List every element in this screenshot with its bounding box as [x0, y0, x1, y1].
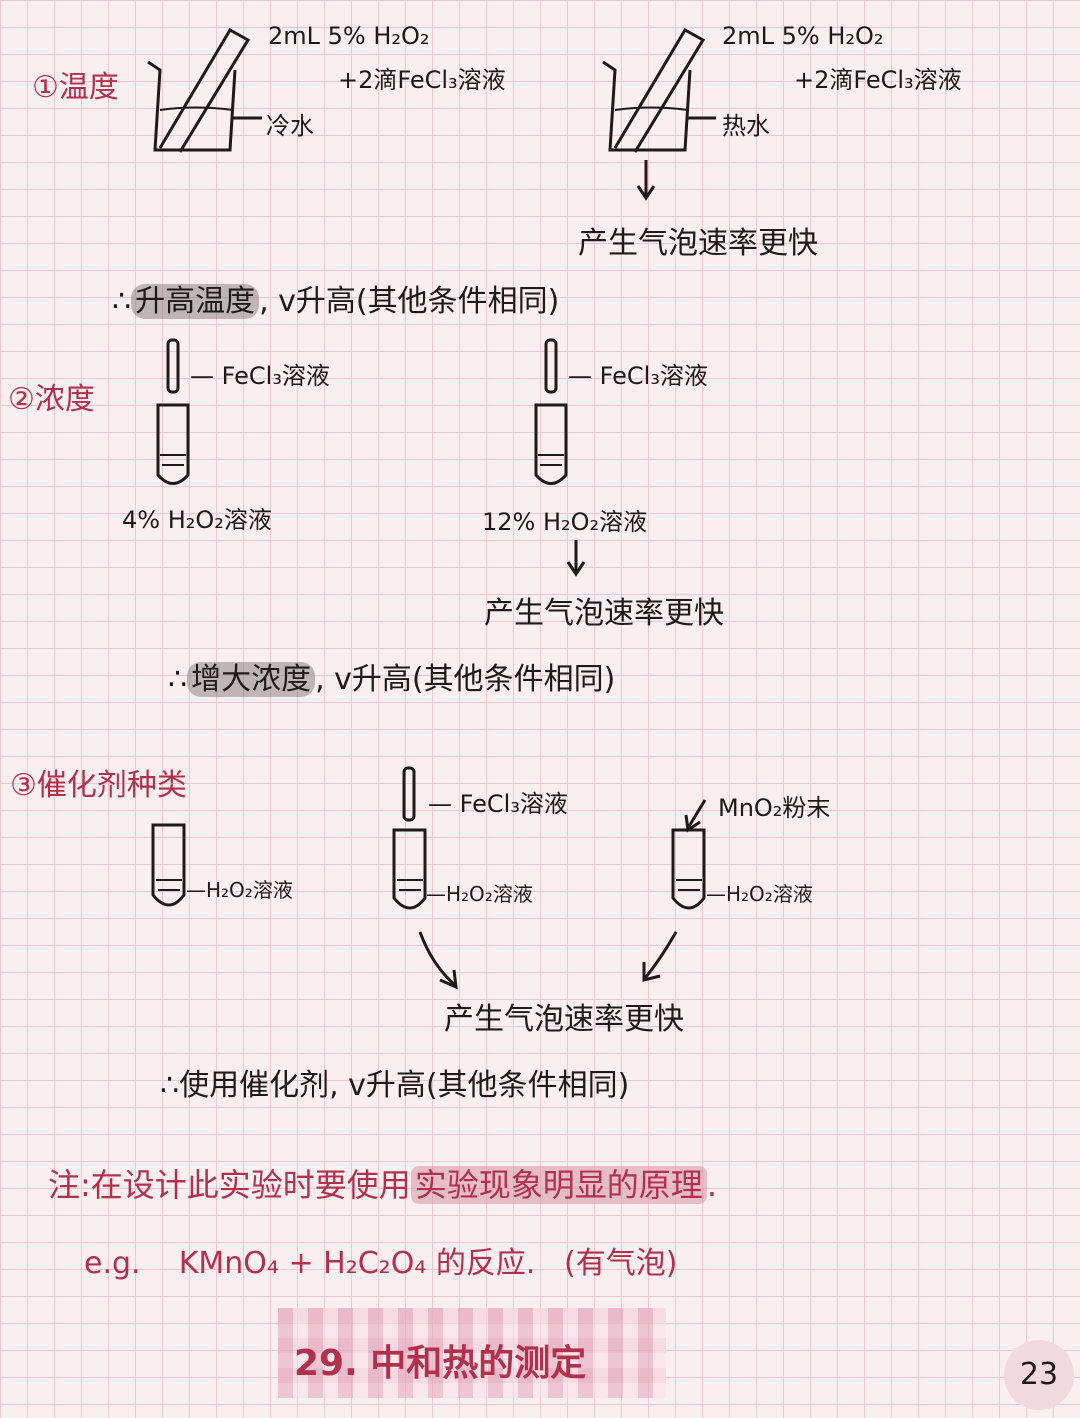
conclusion-2: ∴增大浓度, v升高(其他条件相同) — [168, 654, 615, 698]
eg-label: e.g. — [84, 1246, 141, 1281]
arrow-right-down-icon — [642, 931, 678, 982]
next-title: 29. 中和热的测定 — [294, 1343, 587, 1384]
highlight: 升高温度 — [131, 284, 260, 319]
right-solution-label: 12% H₂O₂溶液 — [482, 508, 648, 536]
beaker-hot-icon — [602, 27, 716, 201]
left-solution-label: 4% H₂O₂溶液 — [122, 506, 272, 534]
tube2-label: —H₂O₂溶液 — [426, 882, 533, 906]
therefore: ∴ — [168, 662, 188, 697]
result-3: 产生气泡速率更快 — [444, 1002, 684, 1037]
note: 注:在设计此实验时要使用实验现象明显的原理. — [48, 1160, 717, 1206]
arrow-icon — [684, 799, 707, 833]
conclusion-1: ∴升高温度, v升高(其他条件相同) — [112, 276, 559, 320]
test-tube-right-icon — [534, 403, 568, 485]
right-dropper-label: — FeCl₃溶液 — [568, 362, 708, 390]
test-tube-3-icon — [671, 828, 706, 910]
hot-water-label: 热水 — [722, 112, 770, 140]
cold-water-label: 冷水 — [266, 112, 314, 140]
left-reagent-2: +2滴FeCl₃溶液 — [338, 66, 506, 94]
dropper-3-icon — [402, 766, 416, 822]
note-prefix: 注:在设计此实验时要使用 — [48, 1166, 411, 1204]
right-reagent-2: +2滴FeCl₃溶液 — [794, 66, 962, 94]
right-reagent: 2mL 5% H₂O₂ — [722, 22, 884, 50]
tube3-additive: MnO₂粉末 — [718, 794, 831, 822]
note-suffix: . — [706, 1166, 717, 1204]
left-reagent: 2mL 5% H₂O₂ — [268, 22, 430, 50]
section2-heading: ②浓度 — [8, 382, 95, 417]
tube1-label: —H₂O₂溶液 — [186, 878, 293, 902]
left-dropper-label: — FeCl₃溶液 — [190, 362, 330, 390]
result-2: 产生气泡速率更快 — [484, 596, 724, 631]
dropper-left-icon — [166, 338, 180, 394]
example-line: e.g. KMnO₄ + H₂C₂O₄ 的反应. (有气泡) — [84, 1238, 677, 1282]
section3-heading: ③催化剂种类 — [10, 768, 187, 803]
beaker-cold-icon — [147, 27, 262, 153]
rest: , v升高(其他条件相同) — [315, 662, 616, 697]
test-tube-2-icon — [392, 828, 427, 910]
example: KMnO₄ + H₂C₂O₄ 的反应. — [178, 1246, 536, 1281]
section1-heading: ①温度 — [32, 70, 119, 105]
arrow-down-icon — [566, 540, 586, 577]
test-tube-1-icon — [151, 823, 186, 907]
result-1: 产生气泡速率更快 — [578, 226, 818, 261]
arrow-left-down-icon — [418, 931, 458, 990]
dropper-right-icon — [544, 338, 558, 394]
page-number: 23 — [1004, 1340, 1074, 1410]
tube2-dropper: — FeCl₃溶液 — [428, 790, 568, 818]
conclusion-3: ∴使用催化剂, v升高(其他条件相同) — [160, 1068, 630, 1103]
test-tube-left-icon — [156, 403, 190, 485]
highlight: 增大浓度 — [187, 662, 316, 697]
therefore: ∴ — [112, 284, 132, 319]
next-title-box — [278, 1308, 666, 1398]
note-highlight: 实验现象明显的原理 — [410, 1166, 707, 1204]
rest: , v升高(其他条件相同) — [259, 284, 560, 319]
tube3-label: —H₂O₂溶液 — [706, 882, 813, 906]
example-note: (有气泡) — [564, 1246, 678, 1281]
